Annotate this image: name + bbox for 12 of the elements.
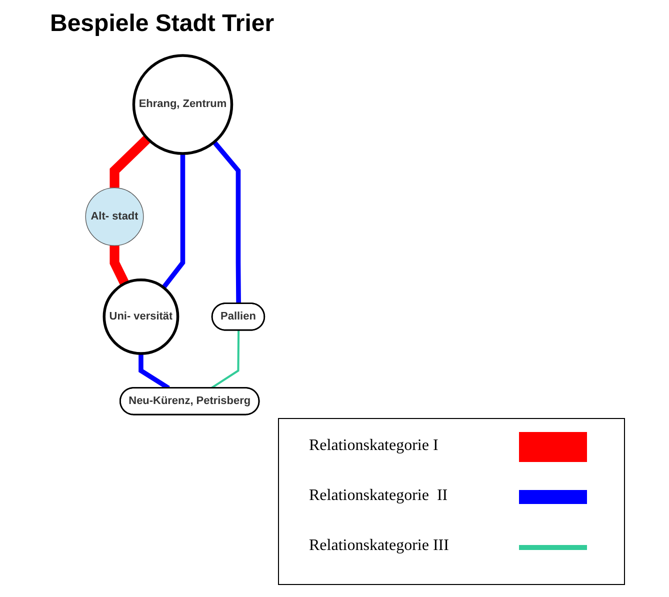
legend-label: Relationskategorie III bbox=[309, 537, 449, 555]
node-circle: Uni- versität bbox=[102, 278, 180, 355]
connector bbox=[162, 154, 186, 290]
connector bbox=[210, 330, 240, 389]
connector bbox=[110, 246, 130, 286]
legend-label: Relationskategorie I bbox=[309, 437, 438, 455]
node-circle: Alt- stadt bbox=[85, 187, 144, 246]
node-circle: Ehrang, Zentrum bbox=[132, 54, 234, 155]
connector bbox=[110, 135, 151, 188]
diagram-title: Bespiele Stadt Trier bbox=[50, 10, 274, 38]
connector bbox=[212, 140, 241, 304]
legend-label: Relationskategorie II bbox=[309, 487, 448, 505]
